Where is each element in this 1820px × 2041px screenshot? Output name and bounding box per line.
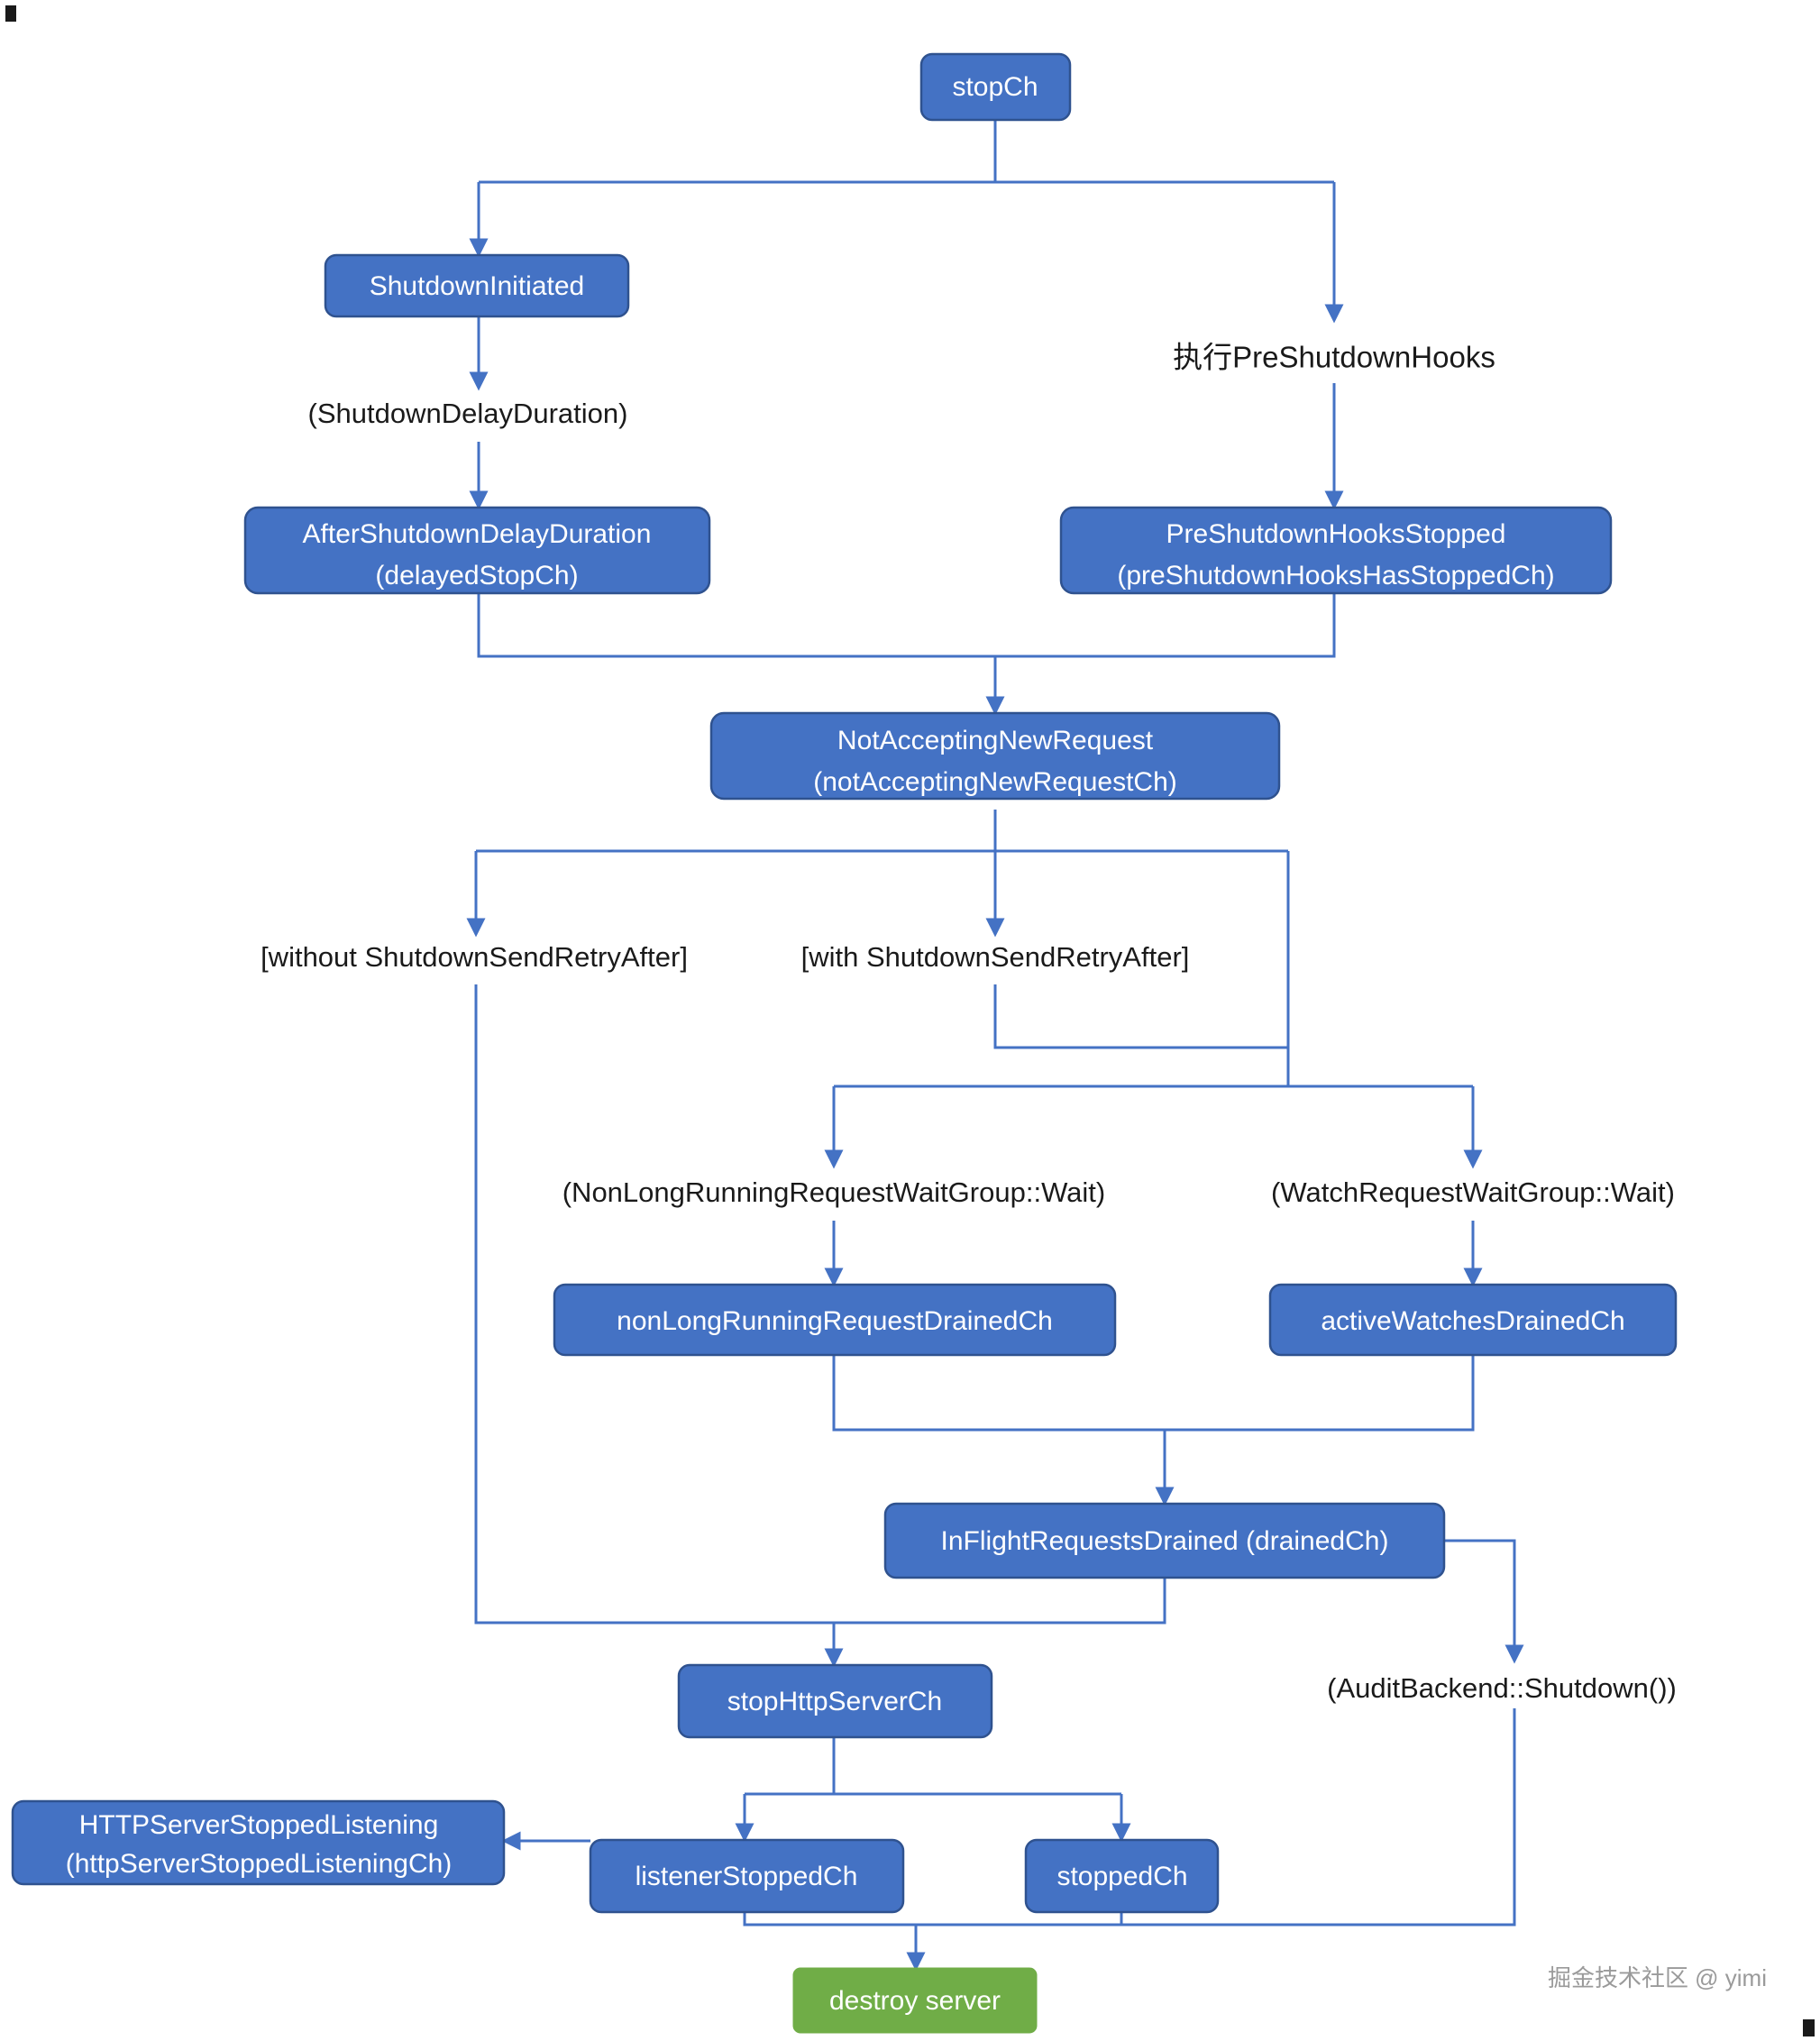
node-shutdown-initiated-label: ShutdownInitiated (370, 271, 585, 301)
corner-mark-top-left (5, 5, 16, 22)
edge-hooks-stopped-merge (995, 592, 1336, 658)
node-stopped-ch[interactable]: stoppedCh (1024, 1838, 1220, 1914)
node-stop-http-server-ch-label: stopHttpServerCh (727, 1687, 942, 1716)
edge-without-retry-rail (474, 984, 834, 1625)
node-in-flight-requests-drained-label: InFlightRequestsDrained (drainedCh) (941, 1526, 1389, 1556)
edge-label-non-long-running-wait: (NonLongRunningRequestWaitGroup::Wait) (562, 1176, 1106, 1208)
node-after-shutdown-delay-line2: (delayedStopCh) (375, 561, 578, 590)
node-http-server-stopped-listening[interactable]: HTTPServerStoppedListening (httpServerSt… (11, 1799, 506, 1886)
node-listener-stopped-ch-rect[interactable] (589, 1838, 905, 1914)
node-not-accepting-new-request-rect[interactable] (709, 711, 1281, 801)
node-stopped-ch-rect[interactable] (1024, 1838, 1220, 1914)
edge-label-audit-backend-shutdown: (AuditBackend::Shutdown()) (1327, 1672, 1677, 1704)
node-active-watches-drained-ch[interactable]: activeWatchesDrainedCh (1268, 1283, 1678, 1357)
connector-layer (466, 120, 1524, 1972)
node-after-shutdown-delay-line1: AfterShutdownDelayDuration (303, 519, 652, 549)
node-not-accepting-new-request[interactable]: NotAcceptingNewRequest (notAcceptingNewR… (709, 711, 1281, 801)
node-active-watches-drained-label: activeWatchesDrainedCh (1321, 1306, 1624, 1336)
node-stop-ch-rect[interactable] (919, 52, 1072, 122)
node-destroy-server-label: destroy server (829, 1986, 1001, 2016)
node-shutdown-initiated-rect[interactable] (324, 253, 630, 318)
node-stop-http-server-ch-rect[interactable] (677, 1663, 993, 1739)
node-http-server-stopped-listening-line1: HTTPServerStoppedListening (79, 1810, 439, 1840)
edge-label-without-retry-after: [without ShutdownSendRetryAfter] (261, 941, 688, 973)
node-not-accepting-new-request-line1: NotAcceptingNewRequest (837, 726, 1154, 755)
node-stopped-ch-label: stoppedCh (1056, 1862, 1187, 1891)
node-non-long-running-request-drained-ch[interactable]: nonLongRunningRequestDrainedCh (553, 1283, 1117, 1357)
node-shutdown-initiated[interactable]: ShutdownInitiated (324, 253, 630, 318)
node-non-long-running-drained-rect[interactable] (553, 1283, 1117, 1357)
node-stop-http-server-ch[interactable]: stopHttpServerCh (677, 1663, 993, 1739)
node-active-watches-drained-rect[interactable] (1268, 1283, 1678, 1357)
edge-label-with-retry-after: [with ShutdownSendRetryAfter] (801, 941, 1190, 973)
corner-mark-bottom-right (1803, 2019, 1815, 2036)
edge-inflight-right-audit (1443, 1539, 1524, 1664)
edge-nonlongrunning-merge (832, 1356, 1165, 1432)
node-in-flight-requests-drained-rect[interactable] (883, 1502, 1446, 1579)
edge-label-pre-shutdown-hooks: 执行PreShutdownHooks (1173, 341, 1495, 374)
edge-label-shutdown-delay-duration: (ShutdownDelayDuration) (308, 398, 628, 429)
node-stop-ch[interactable]: stopCh (919, 52, 1072, 122)
node-stop-ch-label: stopCh (952, 72, 1038, 102)
node-after-shutdown-delay-duration[interactable]: AfterShutdownDelayDuration (delayedStopC… (243, 506, 711, 595)
node-http-server-stopped-listening-rect[interactable] (11, 1799, 506, 1886)
node-destroy-server[interactable]: destroy server (792, 1967, 1038, 2034)
edge-inflight-to-stophttp (834, 1578, 1166, 1625)
node-destroy-server-rect[interactable] (792, 1967, 1038, 2034)
edge-watch-merge (1165, 1356, 1475, 1432)
edge-delayed-stop-merge (477, 592, 995, 658)
node-in-flight-requests-drained[interactable]: InFlightRequestsDrained (drainedCh) (883, 1502, 1446, 1579)
node-pre-shutdown-hooks-stopped-line2: (preShutdownHooksHasStoppedCh) (1117, 561, 1554, 590)
node-after-shutdown-delay-rect[interactable] (243, 506, 711, 595)
watermark-label: 掘金技术社区 @ yimi (1548, 1964, 1767, 1991)
edge-with-retry-down (993, 984, 1288, 1049)
node-listener-stopped-ch-label: listenerStoppedCh (636, 1862, 858, 1891)
node-pre-shutdown-hooks-stopped[interactable]: PreShutdownHooksStopped (preShutdownHook… (1059, 506, 1613, 595)
node-listener-stopped-ch[interactable]: listenerStoppedCh (589, 1838, 905, 1914)
node-non-long-running-drained-label: nonLongRunningRequestDrainedCh (617, 1306, 1053, 1336)
node-pre-shutdown-hooks-stopped-line1: PreShutdownHooksStopped (1166, 519, 1506, 549)
node-http-server-stopped-listening-line2: (httpServerStoppedListeningCh) (66, 1849, 453, 1879)
edge-label-watch-request-wait: (WatchRequestWaitGroup::Wait) (1271, 1176, 1675, 1208)
node-not-accepting-new-request-line2: (notAcceptingNewRequestCh) (813, 767, 1177, 797)
node-pre-shutdown-hooks-stopped-rect[interactable] (1059, 506, 1613, 595)
